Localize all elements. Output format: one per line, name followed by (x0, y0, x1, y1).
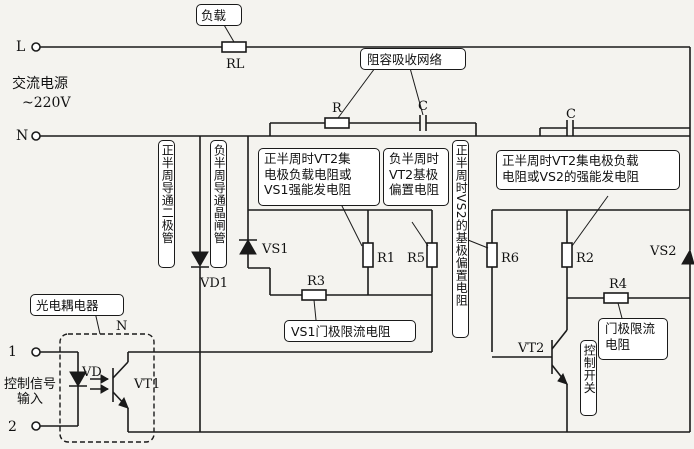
capacitor-1-label: C (418, 99, 428, 114)
r5-label: R5 (407, 251, 426, 266)
vt2-label: VT2 (518, 341, 545, 356)
vd1-triangle (191, 251, 209, 268)
terminal-1-label: 1 (8, 344, 17, 360)
terminal-L-dot (31, 42, 41, 52)
load-callout: 负载 (196, 4, 242, 26)
vs1-callout: 负半周导通晶闸管 (210, 140, 228, 268)
vs1-triangle (239, 238, 257, 255)
r6-label: R6 (501, 251, 520, 266)
load-resistor-label: RL (226, 57, 245, 72)
ac-source-title: 交流电源 (12, 76, 68, 92)
vd-label: VD (82, 365, 102, 380)
terminal-N-label: N (16, 128, 29, 144)
r3-label: R3 (307, 274, 326, 289)
r4-label: R4 (609, 277, 628, 292)
vd1-label: VD1 (200, 276, 229, 291)
r6-resistor (486, 242, 498, 268)
snubber-callout: 阻容吸收网络 (360, 48, 466, 70)
r4-resistor (603, 292, 629, 304)
snubber-resistor (324, 117, 350, 129)
vt2-emitter-arrow (557, 372, 568, 385)
optocoupler-n-label: N (116, 319, 128, 334)
r1-callout: 正半周时VT2集 电极负载电阻或 VS1强能发电阻 (258, 148, 380, 206)
vt1-label: VT1 (134, 377, 161, 392)
vd1-callout: 正半周导通二极管 (158, 140, 176, 268)
optocoupler-callout: 光电耦电器 (30, 294, 124, 316)
r5-resistor (426, 242, 438, 268)
r4-callout: 门极限流 电阻 (598, 318, 668, 360)
vt2-callout: 控制开关 (580, 340, 598, 416)
vd-led-triangle (69, 371, 87, 388)
optocoupler-box (59, 333, 155, 443)
terminal-1-dot (31, 347, 41, 357)
r3-resistor (301, 289, 327, 301)
r2-label: R2 (576, 251, 595, 266)
terminal-2-label: 2 (8, 419, 17, 435)
terminal-2-dot (31, 421, 41, 431)
capacitor-2-label: C (566, 107, 576, 122)
ac-source-voltage: ~220V (22, 95, 71, 111)
r1-label: R1 (377, 251, 396, 266)
r6-callout: 正半周时VS2的基极偏置电阻 (452, 140, 470, 338)
control-input-label: 控制信号 输入 (3, 377, 56, 407)
terminal-N-dot (31, 131, 41, 141)
snubber-resistor-label: R (332, 101, 342, 116)
r2-callout: 正半周时VT2集电极负载 电阻或VS2的强能发电阻 (496, 150, 680, 190)
vs1-label: VS1 (262, 242, 289, 257)
vs2-triangle (681, 248, 694, 265)
r5-callout: 负半周时 VT2基极 偏置电阻 (383, 148, 449, 206)
r2-resistor (561, 242, 573, 268)
terminal-L-label: L (16, 39, 26, 55)
r1-resistor (362, 242, 374, 268)
load-resistor (221, 41, 247, 53)
vs2-label: VS2 (650, 244, 677, 259)
r3-callout: VS1门极限流电阻 (284, 320, 416, 342)
